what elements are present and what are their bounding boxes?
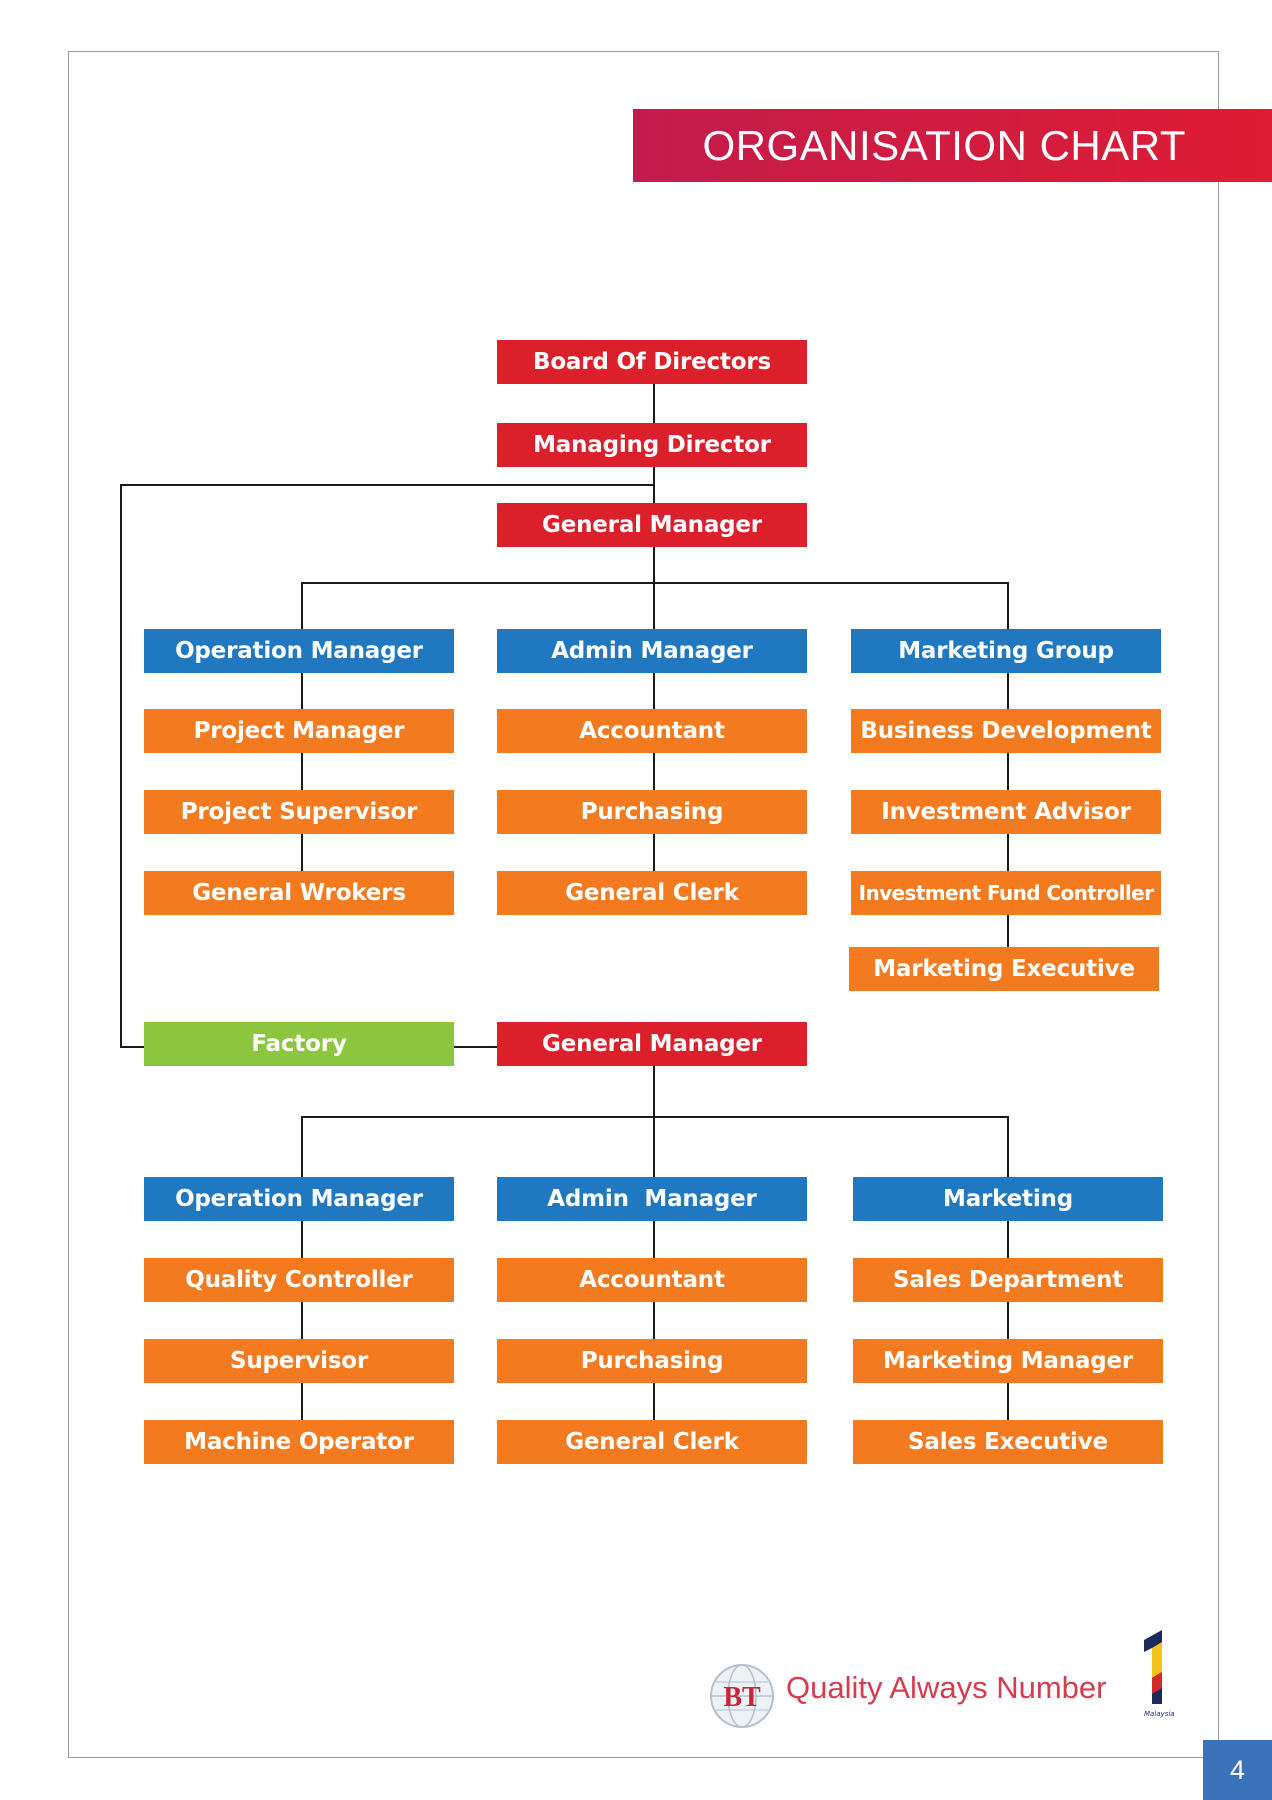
- box-label: Project Manager: [193, 718, 405, 744]
- box-sales-department: Sales Department: [853, 1258, 1163, 1302]
- box-label: Marketing Group: [898, 638, 1114, 664]
- box-board-of-directors: Board Of Directors: [497, 340, 807, 384]
- page-number: 4: [1203, 1740, 1272, 1800]
- page-frame: [68, 51, 1219, 1758]
- box-label: Supervisor: [229, 1348, 369, 1374]
- globe-icon: BT: [710, 1664, 774, 1728]
- box-marketing-group: Marketing Group: [851, 629, 1161, 673]
- box-marketing-manager: Marketing Manager: [853, 1339, 1163, 1383]
- page-title: ORGANISATION CHART: [633, 109, 1272, 182]
- logo-tagline: Quality Always Number: [786, 1670, 1107, 1705]
- box-label: Investment Advisor: [881, 799, 1131, 825]
- box-label: Accountant: [579, 1267, 725, 1293]
- box-operation-manager: Operation Manager: [144, 629, 454, 673]
- box-factory-admin-manager: Admin Manager: [497, 1177, 807, 1221]
- box-label: Purchasing: [580, 1348, 724, 1374]
- box-label: Investment Fund Controller: [858, 881, 1154, 905]
- box-label: Machine Operator: [184, 1429, 414, 1455]
- box-label: General Wrokers: [192, 880, 406, 906]
- box-label: General Manager: [542, 1031, 762, 1057]
- box-factory-marketing: Marketing: [853, 1177, 1163, 1221]
- box-label: Marketing Executive: [873, 956, 1135, 982]
- box-label: Business Development: [860, 718, 1152, 744]
- page-number-text: 4: [1229, 1754, 1246, 1785]
- box-label: Managing Director: [533, 432, 771, 458]
- box-admin-manager: Admin Manager: [497, 629, 807, 673]
- box-machine-operator: Machine Operator: [144, 1420, 454, 1464]
- box-factory-purchasing: Purchasing: [497, 1339, 807, 1383]
- box-general-clerk: General Clerk: [497, 871, 807, 915]
- box-accountant: Accountant: [497, 709, 807, 753]
- box-factory-general-clerk: General Clerk: [497, 1420, 807, 1464]
- box-label: Admin Manager: [547, 1186, 757, 1212]
- box-label: Admin Manager: [551, 638, 753, 664]
- box-managing-director: Managing Director: [497, 423, 807, 467]
- logo-initials: BT: [723, 1682, 761, 1713]
- box-factory-accountant: Accountant: [497, 1258, 807, 1302]
- box-factory: Factory: [144, 1022, 454, 1066]
- box-project-manager: Project Manager: [144, 709, 454, 753]
- box-factory-general-manager: General Manager: [497, 1022, 807, 1066]
- box-label: Quality Controller: [185, 1267, 413, 1293]
- box-supervisor: Supervisor: [144, 1339, 454, 1383]
- malaysia-number-one-icon: Malaysia: [1144, 1630, 1175, 1718]
- box-label: Accountant: [579, 718, 725, 744]
- box-investment-advisor: Investment Advisor: [851, 790, 1161, 834]
- page-title-text: ORGANISATION CHART: [702, 121, 1186, 169]
- logo-caption: Malaysia: [1144, 1710, 1175, 1718]
- box-label: Marketing: [943, 1186, 1073, 1212]
- box-project-supervisor: Project Supervisor: [144, 790, 454, 834]
- box-label: Marketing Manager: [882, 1348, 1134, 1374]
- box-general-manager: General Manager: [497, 503, 807, 547]
- box-label: Sales Department: [892, 1267, 1123, 1293]
- box-investment-fund-controller: Investment Fund Controller: [851, 871, 1161, 915]
- box-label: General Clerk: [565, 880, 739, 906]
- box-label: Operation Manager: [175, 1186, 423, 1212]
- box-label: General Clerk: [565, 1429, 739, 1455]
- box-label: Board Of Directors: [532, 349, 771, 375]
- company-logo: BT Quality Always Number Malaysia: [706, 1628, 1182, 1728]
- box-label: Operation Manager: [175, 638, 423, 664]
- box-purchasing: Purchasing: [497, 790, 807, 834]
- box-sales-executive: Sales Executive: [853, 1420, 1163, 1464]
- box-label: Factory: [251, 1031, 347, 1057]
- box-factory-operation-manager: Operation Manager: [144, 1177, 454, 1221]
- box-general-workers: General Wrokers: [144, 871, 454, 915]
- box-marketing-executive: Marketing Executive: [849, 947, 1159, 991]
- box-label: Sales Executive: [908, 1429, 1108, 1455]
- box-label: General Manager: [542, 512, 762, 538]
- box-quality-controller: Quality Controller: [144, 1258, 454, 1302]
- box-business-development: Business Development: [851, 709, 1161, 753]
- box-label: Purchasing: [580, 799, 724, 825]
- box-label: Project Supervisor: [180, 799, 418, 825]
